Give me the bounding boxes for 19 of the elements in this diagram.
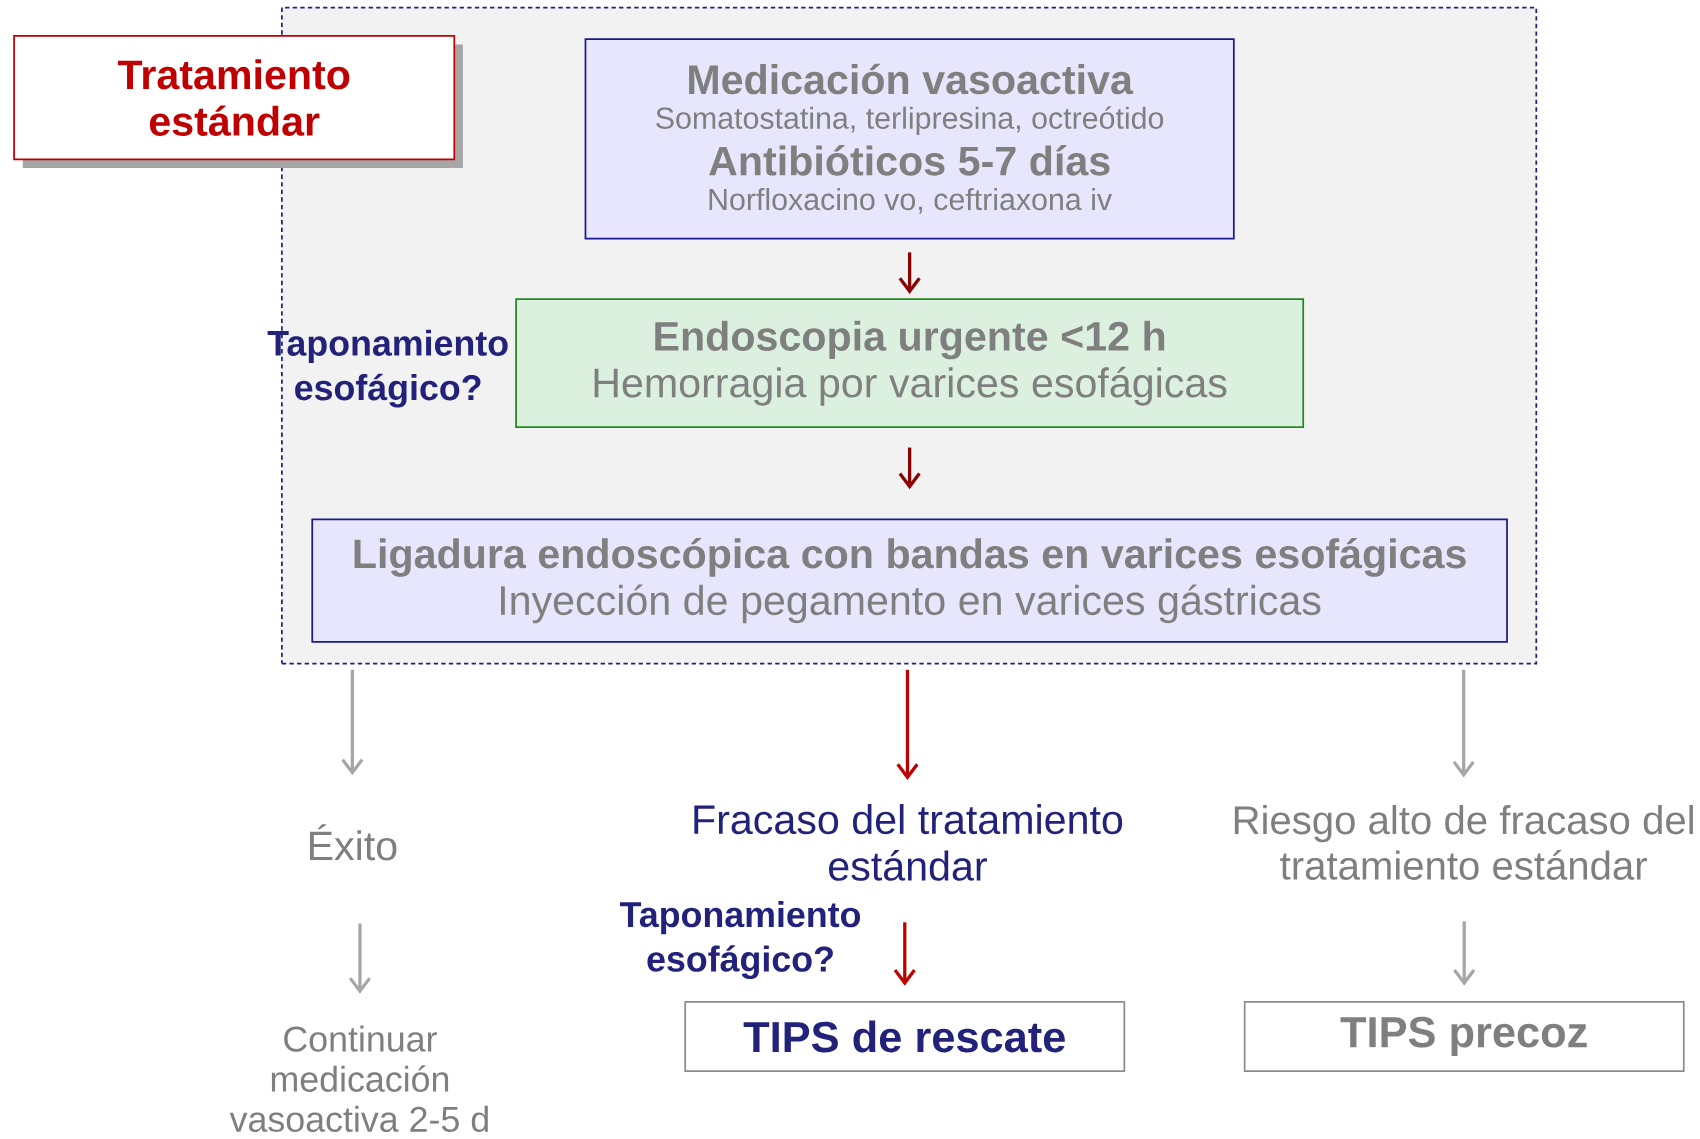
process-box: Medicación vasoactiva Somatostatina, terlipresina, octreótido Antibióticos 5-7 días Norfloxacino vo, ceftriaxona iv [584,37,1235,240]
arrow [1453,921,1476,986]
arrow [898,447,921,489]
arrow [898,252,921,294]
outcome-text: Éxito [309,824,397,861]
arrow [1452,669,1475,778]
arrow [896,669,919,780]
outcome-text: Continuar medicación vasoactiva 2-5 d [229,1025,488,1132]
result-box: TIPS de rescate [684,1000,1126,1072]
outcome-text: Fracaso del tratamiento estándar [694,803,1123,881]
arrow [341,669,364,776]
result-box: TIPS precoz [1243,1000,1685,1072]
process-box: Endoscopia urgente <12 h Hemorragia por varices esofágicas [515,298,1305,428]
annotation-text: Taponamiento esofágico? [620,900,861,979]
outcome-text: Riesgo alto de fracaso del tratamiento estándar [1234,804,1693,880]
process-box: Ligadura endoscópica con bandas en varices esofágicas Inyección de pegamento en varices gástricas [311,518,1508,643]
arrow [893,922,916,986]
arrow [348,923,371,994]
title-box: Tratamiento estándar [13,34,463,168]
